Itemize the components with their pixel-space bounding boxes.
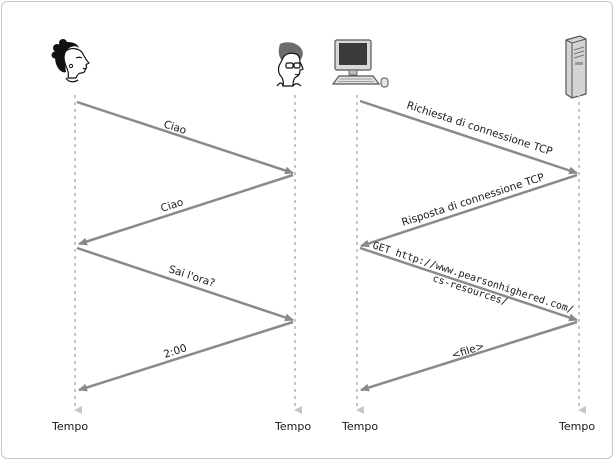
message-arrow (78, 320, 294, 392)
time-label: Tempo (51, 420, 88, 433)
time-label: Tempo (274, 420, 311, 433)
message-label: 2:00 (162, 342, 188, 361)
message-arrow (359, 99, 578, 175)
message-arrow (78, 173, 294, 246)
desktop-computer-icon (331, 39, 389, 88)
message-arrow (360, 173, 578, 248)
message-arrow (360, 320, 578, 392)
message-label: <file> (450, 340, 486, 362)
server-tower-icon (565, 35, 587, 99)
time-label: Tempo (341, 420, 378, 433)
left-diagram: Ciao Ciao Sai l'ora? 2:00 Tempo Tempo (51, 39, 311, 433)
message-label: Richiesta di connessione TCP (405, 99, 554, 158)
man-face-icon (276, 42, 304, 87)
right-diagram: Richiesta di connessione TCP Risposta di… (331, 35, 595, 433)
message-arrow (76, 246, 294, 322)
message-label: Risposta di connessione TCP (400, 171, 546, 229)
message-label: GET http://www.pearsonhighered.com/ (371, 240, 575, 316)
woman-face-icon (51, 39, 90, 83)
time-label: Tempo (558, 420, 595, 433)
message-arrow (359, 246, 578, 322)
message-arrow (76, 100, 294, 175)
